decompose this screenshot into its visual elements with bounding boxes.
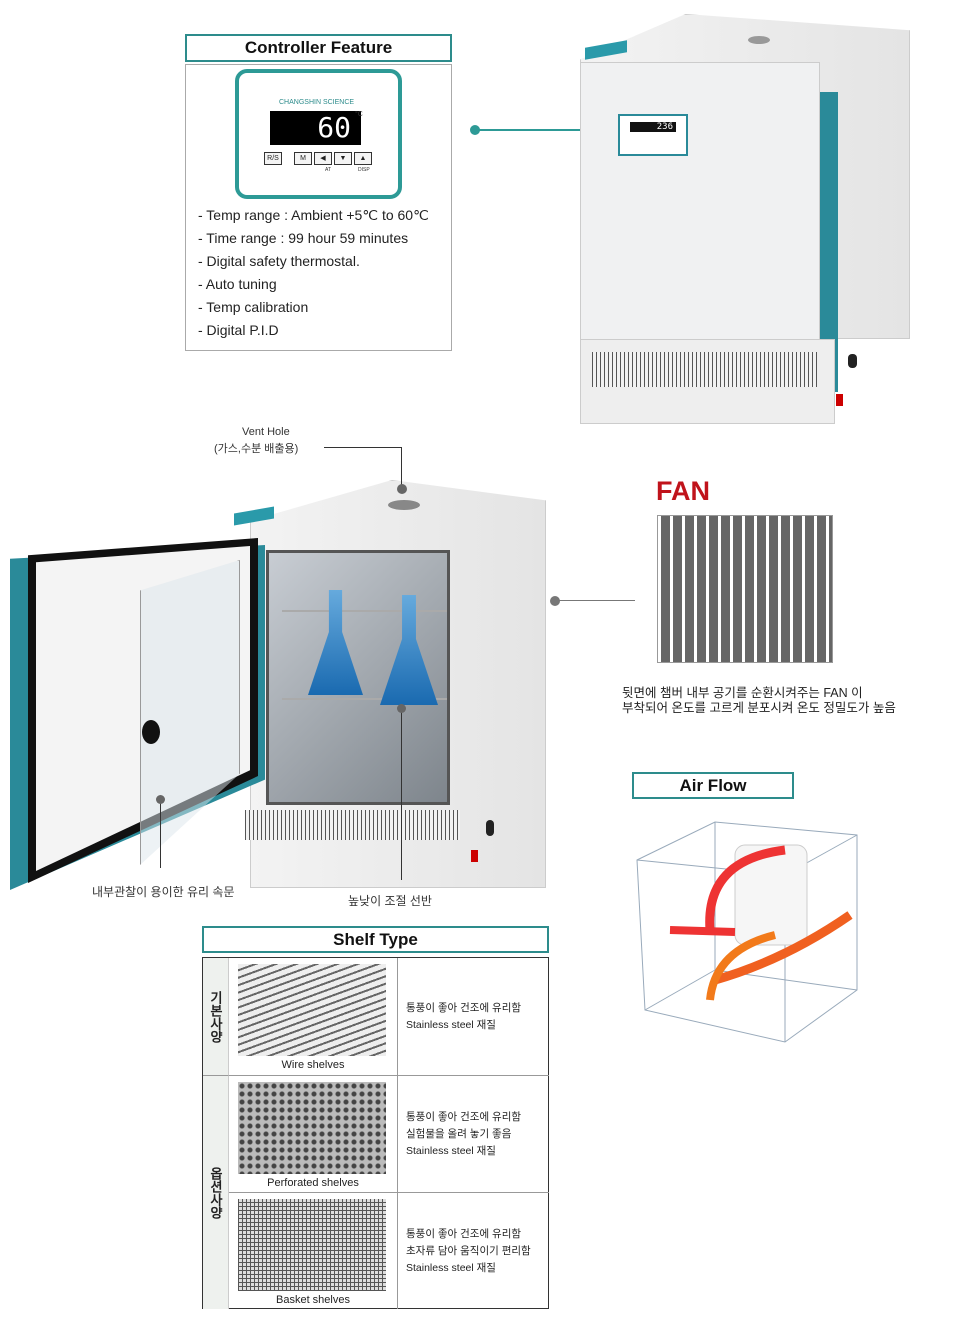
incubator-closed-image: 236: [580, 14, 910, 426]
left-key: ◀: [314, 152, 332, 165]
feature-item: - Digital safety thermostal.: [198, 253, 360, 269]
mode-key: M: [294, 152, 312, 165]
fan-title: FAN: [656, 476, 710, 506]
group-standard: 기본사양: [203, 958, 229, 1075]
feature-list: - Temp range : Ambient +5℃ to 60℃ - Time…: [198, 204, 429, 342]
wire-shelf-image: [238, 964, 386, 1056]
down-key: ▼: [334, 152, 352, 165]
group-optional: 옵션사양: [203, 1075, 229, 1309]
shelf-desc: 실험물을 올려 놓기 좋음: [406, 1127, 512, 1140]
shelf-name: Wire shelves: [281, 1059, 345, 1071]
shelf-name: Basket shelves: [276, 1294, 350, 1306]
callout-dot: [470, 125, 480, 135]
controller-feature-box: [185, 64, 452, 351]
callout-line: [401, 710, 402, 880]
shelf-desc: Stainless steel 재질: [406, 1261, 496, 1274]
run-stop-key: R/S: [264, 152, 282, 165]
perforated-shelf-image: [238, 1082, 386, 1174]
at-label: AT: [325, 167, 332, 173]
fan-desc-line: 뒷면에 챔버 내부 공기를 순환시켜주는 FAN 이: [622, 686, 863, 700]
feature-item: - Digital P.I.D: [198, 322, 279, 338]
callout-line: [478, 129, 605, 131]
shelf-desc: 초자류 담아 움직이기 편리함: [406, 1244, 531, 1257]
fan-description: 뒷면에 챔버 내부 공기를 순환시켜주는 FAN 이 부착되어 온도를 고르게 …: [622, 686, 896, 716]
glass-door-label: 내부관찰이 용이한 유리 속문: [92, 885, 235, 899]
callout-line: [160, 800, 161, 868]
brand-logo: CHANGSHIN SCIENCE: [279, 99, 355, 106]
shelf-type-title: Shelf Type: [202, 926, 549, 953]
incubator-open-image: [0, 470, 560, 910]
fan-grille-image: [657, 515, 833, 663]
callout-dot: [397, 484, 407, 494]
shelf-name: Perforated shelves: [267, 1177, 359, 1189]
disp-label: DISP: [358, 167, 370, 173]
shelf-desc: 통풍이 좋아 건조에 유리함: [406, 1227, 522, 1240]
unit-label: °C: [355, 111, 363, 118]
shelf-desc: 통풍이 좋아 건조에 유리함: [406, 1001, 522, 1014]
controller-feature-title: Controller Feature: [185, 34, 452, 62]
shelf-adjust-label: 높낮이 조절 선반: [348, 894, 432, 908]
feature-item: - Time range : 99 hour 59 minutes: [198, 230, 409, 246]
vent-hole-label-ko: (가스,수분 배출용): [214, 443, 299, 455]
callout-dot: [550, 596, 560, 606]
mini-display: 236: [630, 122, 676, 132]
basket-shelf-image: [238, 1199, 386, 1291]
feature-item: - Temp calibration: [198, 299, 309, 315]
shelf-desc: 통풍이 좋아 건조에 유리함: [406, 1110, 522, 1123]
shelf-desc: Stainless steel 재질: [406, 1144, 496, 1157]
callout-dot: [156, 795, 165, 804]
fan-desc-line: 부착되어 온도를 고르게 분포시켜 온도 정밀도가 높음: [622, 701, 896, 715]
table-row: Wire shelves 통풍이 좋아 건조에 유리함 Stainless ste…: [229, 958, 549, 1075]
shelf-table: 기본사양 옵션사양 Wire shelves 통풍이 좋아 건조에 유리함 Sta…: [202, 957, 549, 1309]
controller-panel: CHANGSHIN SCIENCE 60 °C R/S M ◀ ▼ ▲ AT D…: [235, 69, 402, 199]
vent-hole-label: Vent Hole: [242, 426, 290, 438]
up-key: ▲: [354, 152, 372, 165]
air-flow-title: Air Flow: [632, 772, 794, 799]
air-flow-diagram: [636, 821, 858, 1043]
callout-dot: [397, 704, 406, 713]
feature-item: - Auto tuning: [198, 276, 277, 292]
vent-callout-line: [324, 447, 402, 487]
temperature-display: 60: [270, 111, 361, 145]
shelf-desc: Stainless steel 재질: [406, 1018, 496, 1031]
callout-line: [558, 600, 635, 601]
feature-item: - Temp range : Ambient +5℃ to 60℃: [198, 207, 429, 223]
